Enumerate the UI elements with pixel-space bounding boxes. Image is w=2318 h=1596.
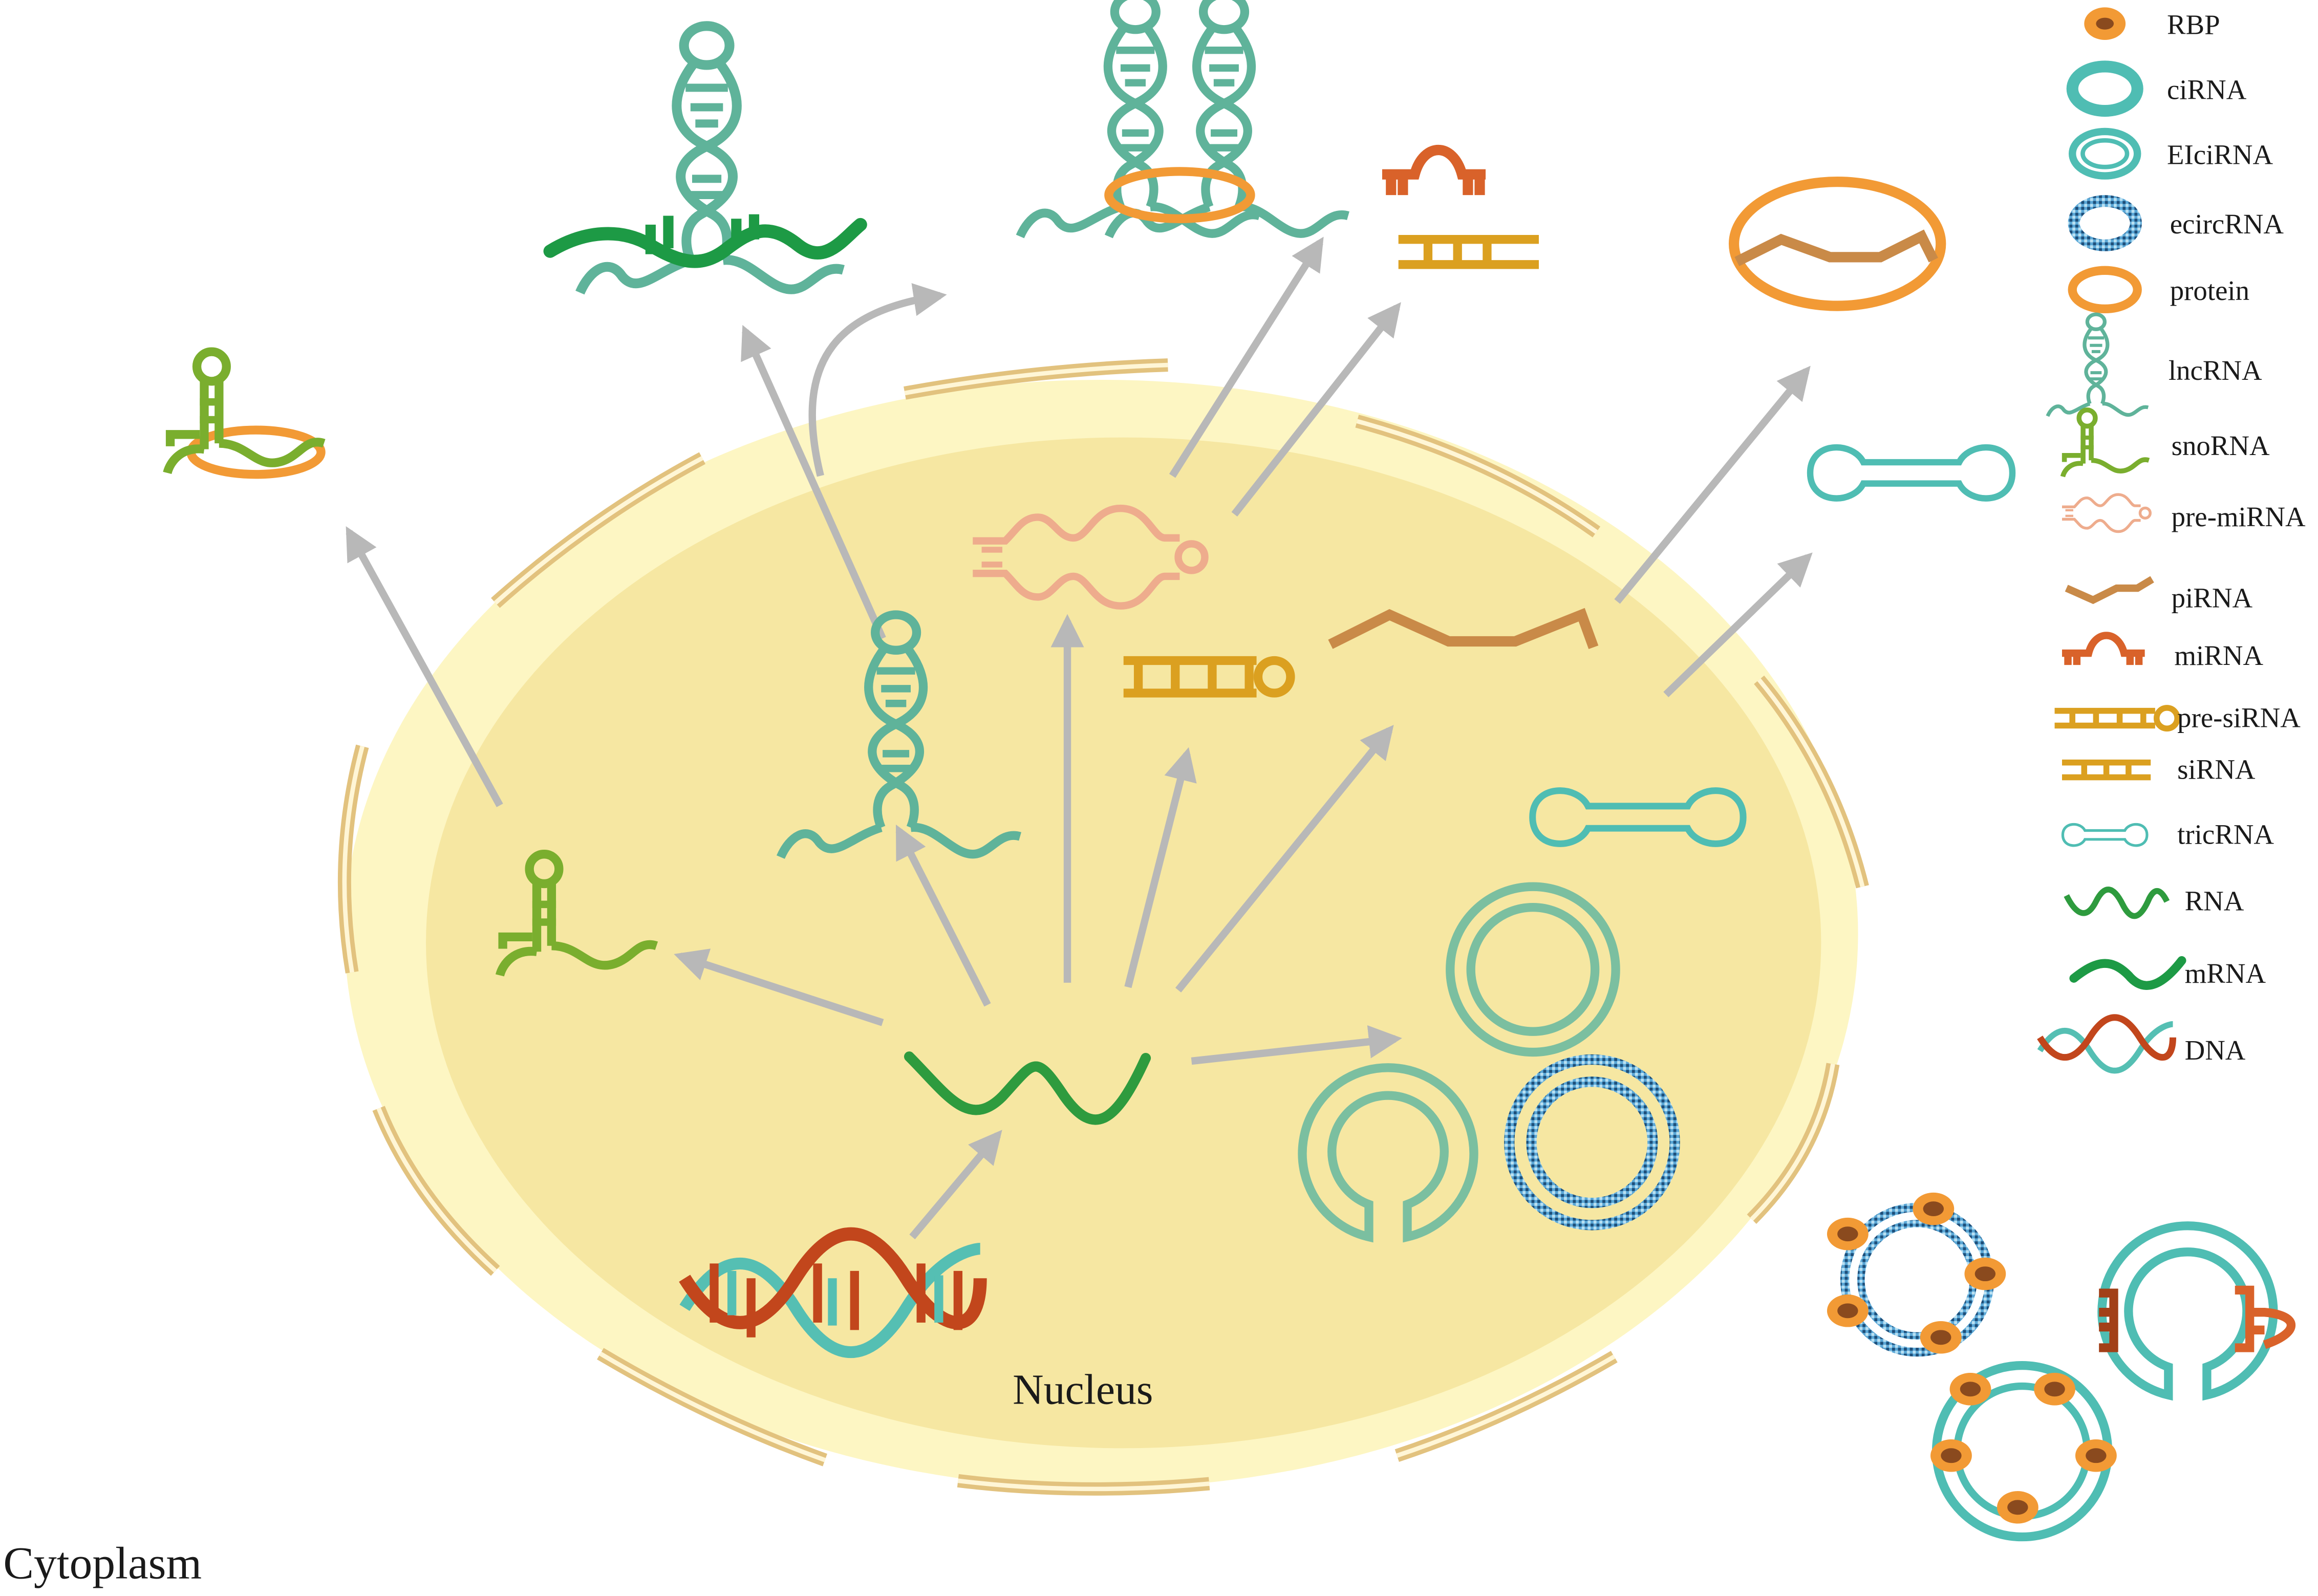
legend-rbp-icon — [2084, 7, 2126, 40]
legend-mirna-icon — [2062, 632, 2145, 665]
legend-pre-sirna-icon — [2054, 705, 2180, 732]
pirna-icon — [1328, 608, 1599, 649]
legend-label-mirna: miRNA — [2174, 640, 2263, 671]
legend-label-dna: DNA — [2185, 1034, 2246, 1066]
pirna-protein-complex — [1728, 177, 1946, 311]
arrow-tricrna-export — [1663, 552, 1813, 698]
sirna-icon — [1398, 235, 1539, 269]
arrow-rna-to-lncrna — [895, 824, 991, 1007]
legend-cirna-icon — [2066, 60, 2143, 117]
legend-label-mrna: mRNA — [2185, 958, 2266, 989]
tricrna-cytoplasm — [1810, 447, 2012, 499]
cirna-icon — [1298, 1063, 1478, 1243]
legend-label-elcirna: EIciRNA — [2167, 139, 2273, 170]
ecircrna-icon — [1504, 1054, 1680, 1231]
legend-label-lncrna: lncRNA — [2169, 355, 2262, 386]
elcirna-icon — [1446, 882, 1620, 1057]
legend-label-rna: RNA — [2185, 885, 2244, 916]
arrow-rna-to-pre-sirna — [1124, 747, 1197, 988]
arrows — [346, 236, 1813, 1240]
legend-pirna-icon — [2065, 576, 2154, 605]
arrow-pirna-export — [1614, 365, 1811, 604]
snorna-protein-complex — [167, 352, 324, 479]
legend-label-tricrna: tricRNA — [2177, 818, 2274, 850]
legend-ecircrna-icon — [2068, 195, 2142, 251]
mirna-icon — [1382, 145, 1486, 196]
cirna-mirna-sponge — [2097, 1221, 2295, 1401]
legend-rna-icon — [2064, 887, 2170, 919]
legend-label-pre-mirna: pre-miRNA — [2172, 501, 2306, 532]
legend-tricrna-icon — [2063, 824, 2147, 845]
pre-sirna-icon — [1123, 656, 1295, 698]
arrow-dna-to-rna — [909, 1130, 1002, 1240]
legend-mrna-icon — [2069, 956, 2186, 990]
legend-label-cirna: ciRNA — [2167, 74, 2247, 105]
legend-protein-icon — [2068, 266, 2142, 314]
legend-label-pirna: piRNA — [2172, 583, 2253, 614]
arrow-pre-mirna-export — [1169, 236, 1324, 478]
cytoplasm-label: Cytoplasm — [3, 1538, 202, 1588]
arrow-pre-sirna-export — [1231, 302, 1401, 517]
dna-icon — [679, 1227, 987, 1358]
arrow-rna-to-snorna — [674, 948, 884, 1026]
arrow-rna-to-pirna — [1175, 725, 1394, 993]
legend-dna-icon — [2037, 1014, 2177, 1074]
legend-pre-mirna-icon — [2062, 494, 2150, 531]
legend-label-pre-sirna: pre-siRNA — [2177, 702, 2301, 733]
arrow-lncrna-mrna-export — [741, 325, 886, 640]
elcirna-rbp-complex — [1930, 1361, 2117, 1542]
arrow-snorna-export — [346, 526, 503, 807]
legend-snorna-icon — [2063, 410, 2149, 477]
legend-lncrna-icon — [2048, 314, 2148, 416]
legend-label-rbp: RBP — [2167, 9, 2220, 40]
legend-label-sirna: siRNA — [2177, 753, 2256, 785]
lncrna-protein-complex — [1020, 0, 1348, 236]
nucleus-label: Nucleus — [1013, 1366, 1153, 1414]
arrow-rna-to-circrna — [1191, 1025, 1402, 1065]
nucleus — [426, 437, 1821, 1449]
lncrna-mrna-complex — [543, 26, 867, 293]
legend-sirna-icon — [2062, 759, 2151, 781]
arrow-lncrna-protein-export — [808, 283, 947, 477]
legend-elcirna-icon — [2068, 127, 2141, 180]
legend: RBP ciRNA EIciRNA ecircRNA protein lncRN… — [2037, 7, 2306, 1074]
rna-icon — [904, 1051, 1151, 1125]
ecircrna-rbp-complex — [1827, 1192, 2006, 1357]
legend-label-snorna: snoRNA — [2172, 430, 2270, 461]
legend-label-protein: protein — [2170, 275, 2249, 306]
legend-label-ecircrna: ecircRNA — [2170, 208, 2284, 240]
